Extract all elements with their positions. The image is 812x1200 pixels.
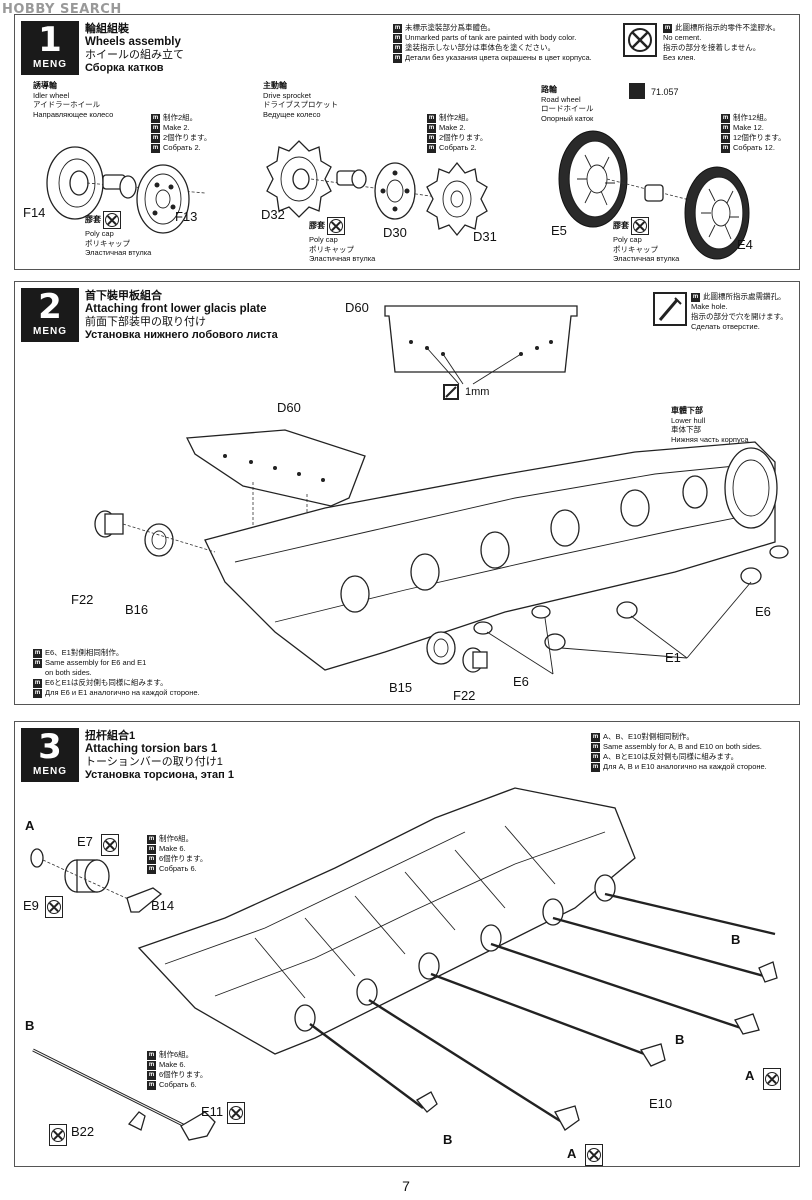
no-cement-icon [49,1124,67,1146]
no-cement-icon [623,23,657,57]
no-cement-icon [45,896,63,918]
step-3-panel: 3 MENG 扭杆組合1 Attaching torsion bars 1 トー… [14,721,800,1167]
subassembly-label-b-right-2: B [675,1032,685,1047]
part-label-e9: E9 [23,898,39,913]
drive-sprocket-drawing [266,140,488,237]
part-label-d32: D32 [261,207,285,222]
step-number: 2 [38,287,62,327]
title-zh: 輪組組裝 [85,23,129,35]
subassembly-a-drawing [30,848,163,913]
part-label-f22-bottom: F22 [453,688,476,703]
subassembly-label-b-right-1: B [731,932,741,947]
no-cement-icon [227,1102,245,1124]
no-cement-icon [585,1144,603,1166]
no-cement-icon [105,213,120,227]
step-badge: 1 MENG [21,21,79,75]
step-number: 1 [38,20,62,60]
step-title: 輪組組裝 Wheels assembly ホイールの組み立て Сборка ка… [85,23,184,75]
brand-logo: MENG [33,326,67,337]
subassembly-label-a: A [25,818,35,833]
step-badge: 3 MENG [21,728,79,782]
lower-hull-drawing [94,429,789,675]
subassembly-b-drawing [32,1048,216,1141]
part-label-b14: B14 [151,898,175,913]
step-title: 扭杆組合1 Attaching torsion bars 1 トーションバーの取… [85,730,234,781]
step-number: 3 [38,727,62,767]
part-label-d30: D30 [383,225,407,240]
part-label-e11: E11 [201,1104,224,1119]
part-label-d31: D31 [473,229,497,244]
step-1-panel: 1 MENG 輪組組裝 Wheels assembly ホイールの組み立て Сб… [14,14,800,270]
part-label-f13: F13 [175,209,198,224]
part-label-d60: D60 [277,400,301,415]
page-number: 7 [402,1178,410,1194]
part-label-b22: B22 [71,1124,95,1139]
watermark: HOBBY SEARCH [2,2,122,17]
paint-code: 71.057 [651,87,679,97]
step-title: 首下裝甲板組合 Attaching front lower glacis pla… [85,290,278,341]
lower-hull-torsion-drawing [137,787,778,1131]
title-en: Wheels assembly [85,36,181,48]
d60-plate-detail [384,305,578,385]
drill-size: 1mm [465,386,490,398]
title-ru: Сборка катков [85,62,164,74]
drill-icon [653,292,687,326]
part-label-b15: B15 [389,680,413,695]
part-label-d60-top: D60 [345,300,369,315]
part-label-e6-bottom: E6 [513,674,529,689]
brand-logo: MENG [33,59,67,70]
no-cement-icon [329,219,344,233]
no-cement-icon [763,1068,781,1090]
subassembly-label-b-bottom: B [443,1132,453,1147]
part-label-e10: E10 [649,1096,673,1111]
no-cement-icon [101,834,119,856]
road-wheel-drawing [558,130,750,260]
brand-logo: MENG [33,766,67,777]
part-label-e4: E4 [737,237,753,252]
part-label-e6-right: E6 [755,604,771,619]
part-label-e7: E7 [77,834,93,849]
part-label-f22-left: F22 [71,592,94,607]
step-2-panel: 2 MENG 首下裝甲板組合 Attaching front lower gla… [14,281,800,705]
part-label-e1: E1 [665,650,681,665]
no-cement-icon [633,219,648,233]
subassembly-label-a-bottom: A [567,1146,577,1161]
paint-swatch-icon [629,83,645,99]
part-label-f14: F14 [23,205,46,220]
drill-icon-small [443,384,459,400]
subassembly-label-a-right: A [745,1068,755,1083]
part-label-e5: E5 [551,223,567,238]
idler-wheel-drawing [46,146,206,234]
subassembly-label-b: B [25,1018,35,1033]
title-ja: ホイールの組み立て [85,49,184,61]
part-label-b16: B16 [125,602,149,617]
step-badge: 2 MENG [21,288,79,342]
